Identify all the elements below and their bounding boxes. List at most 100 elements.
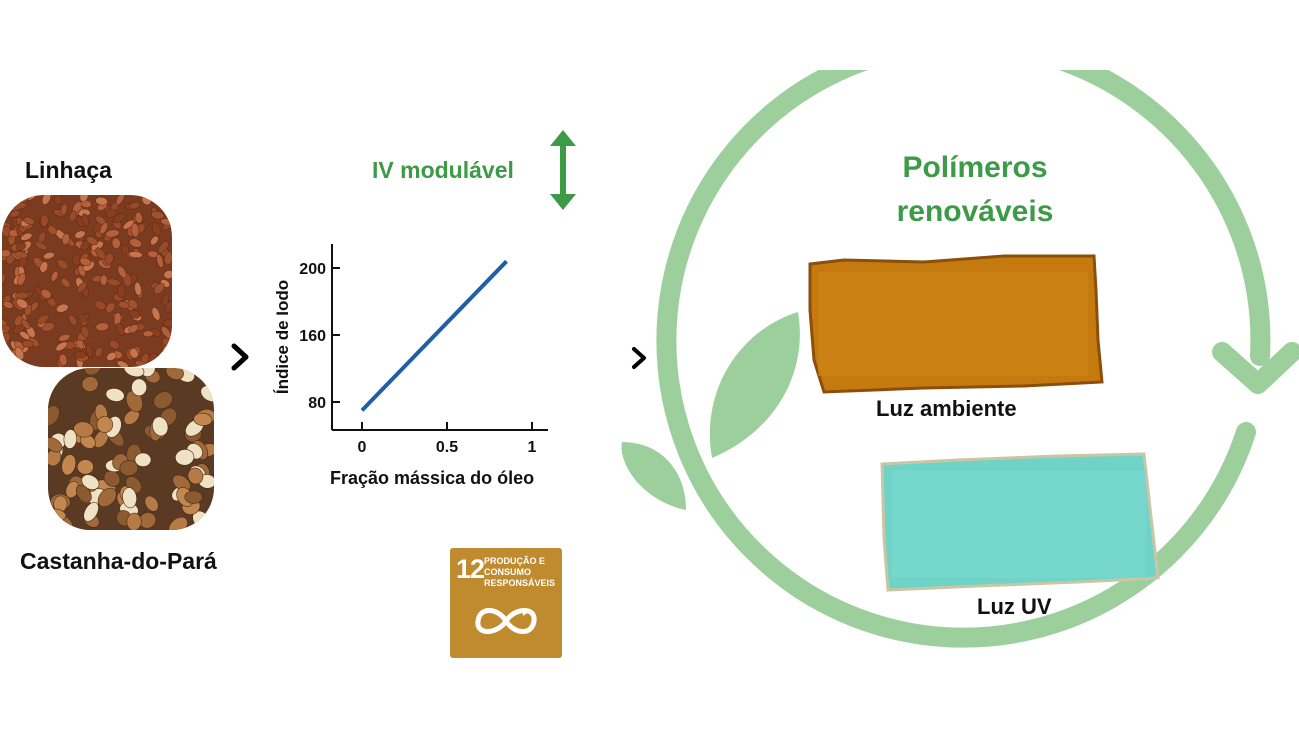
linseed-mark [135, 211, 143, 224]
ambient-light-label: Luz ambiente [876, 396, 1017, 421]
nut-mark [134, 452, 152, 467]
linseed-mark [161, 293, 170, 306]
nut-mark [126, 512, 142, 530]
linseed-mark [2, 272, 6, 285]
linseed-mark [77, 313, 90, 324]
sdg-12-badge: 12 PRODUÇÃO E CONSUMO RESPONSÁVEIS [450, 548, 562, 658]
linseed-mark [2, 358, 8, 367]
nut-mark [152, 416, 169, 437]
nut-mark [187, 467, 204, 485]
linseed-mark [129, 309, 141, 319]
cycle-arrowhead-icon [1212, 342, 1299, 394]
linseed-mark [94, 300, 107, 311]
linseed-mark [85, 343, 93, 358]
linseed-mark [127, 299, 139, 310]
x-tick-label: 0 [358, 439, 367, 456]
y-axis-label: Índice de Iodo [273, 280, 292, 394]
linseed-mark [128, 251, 143, 258]
sdg-text-line: PRODUÇÃO E [484, 556, 546, 566]
linseed-mark [68, 314, 78, 326]
linseed-mark [15, 242, 27, 251]
brazil-nut-image [48, 368, 214, 530]
linseed-mark [14, 291, 30, 300]
uv-light-label: Luz UV [977, 594, 1052, 619]
linseed-mark [58, 333, 71, 342]
linseed-mark [111, 237, 121, 249]
linseed-mark [79, 195, 89, 203]
linseed-mark [95, 347, 103, 358]
linseed-mark [79, 257, 92, 266]
sdg-number: 12 [456, 554, 485, 584]
title-line: Polímeros [902, 151, 1048, 184]
double-arrow-vertical-icon [550, 130, 576, 210]
linseed-mark [39, 261, 49, 273]
linseed-mark [16, 298, 29, 309]
linseed-mark [23, 216, 35, 225]
linseed-mark [50, 270, 59, 282]
linseed-mark [162, 319, 172, 328]
nut-mark [193, 412, 213, 426]
nut-mark [81, 376, 99, 392]
linseed-mark [105, 229, 120, 238]
linseed-mark [142, 330, 154, 338]
linseed-mark [47, 225, 57, 236]
nut-mark [119, 460, 139, 477]
linseed-mark [60, 278, 71, 288]
x-tick-label: 1 [528, 439, 537, 456]
linseed-mark [56, 303, 69, 313]
linseed-mark [74, 230, 86, 239]
nut-mark [125, 390, 143, 413]
uv-light-film [880, 452, 1160, 592]
infinity-icon [475, 608, 537, 634]
linseed-mark [151, 210, 165, 220]
linseed-mark [43, 252, 55, 260]
linseed-mark [77, 281, 88, 293]
nut-mark [83, 501, 99, 522]
linseed-mark [150, 235, 159, 246]
linseed-mark [113, 212, 126, 224]
linseed-mark [164, 251, 172, 265]
leaf-icon [709, 312, 800, 458]
nut-mark [184, 490, 203, 504]
nut-mark [75, 484, 92, 503]
renewable-cycle [621, 70, 1299, 648]
sdg-text-line: RESPONSÁVEIS [484, 578, 556, 588]
linseed-mark [40, 214, 49, 227]
nut-mark [96, 416, 114, 433]
linseed-mark [156, 254, 164, 268]
nut-mark [103, 470, 121, 487]
linseed-mark [17, 272, 26, 286]
nut-mark [131, 378, 147, 397]
nut-mark [63, 429, 77, 449]
y-tick-label: 200 [299, 261, 326, 278]
nut-mark [172, 474, 191, 492]
x-axis-label: Fração mássica do óleo [330, 468, 535, 488]
nut-mark [168, 516, 188, 530]
chart-axes [331, 244, 548, 431]
linseed-mark [21, 340, 35, 348]
linseed-mark [158, 241, 169, 254]
nut-mark [144, 495, 159, 512]
linseed-mark [73, 351, 87, 358]
linseed-mark [40, 289, 52, 299]
nut-mark [48, 437, 63, 453]
linseed-label: Linhaça [25, 157, 112, 183]
linseed-mark [36, 314, 49, 324]
linseed-mark [14, 346, 25, 361]
linseed-mark [54, 195, 63, 206]
nut-mark [97, 487, 117, 508]
cycle-arrow [656, 70, 1271, 648]
linseed-mark [37, 231, 46, 244]
brazil-nut-label: Castanha-do-Pará [20, 548, 217, 574]
linseed-mark [117, 265, 127, 279]
linseed-mark [122, 219, 135, 230]
linseed-mark [2, 249, 11, 258]
nut-mark [123, 368, 145, 378]
linseed-mark [9, 210, 21, 218]
ambient-light-film [808, 254, 1104, 394]
linseed-mark [129, 201, 140, 210]
linseed-mark [60, 203, 68, 216]
linseed-mark [56, 259, 69, 270]
nut-mark [153, 391, 173, 409]
